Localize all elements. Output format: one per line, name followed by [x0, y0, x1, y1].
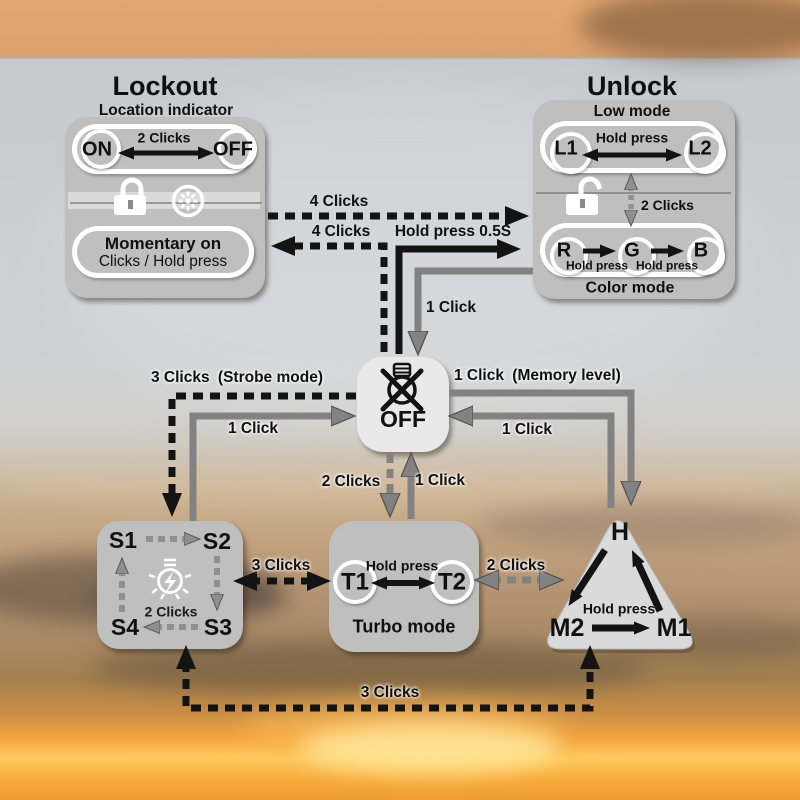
- memory-m2-label: M2: [549, 613, 585, 642]
- l1-label: L1: [554, 137, 578, 160]
- label-lockout-unlock: 4 Clicks: [309, 192, 369, 210]
- turbo-name-label: Turbo mode: [352, 616, 456, 637]
- s1-label: S1: [108, 526, 138, 553]
- momentary-subtitle: Clicks / Hold press: [98, 252, 228, 270]
- s3-label: S3: [203, 613, 233, 640]
- lockout-toggle-label: 2 Clicks: [137, 129, 191, 146]
- label-off-memory-note: (Memory level): [512, 367, 621, 384]
- r-node: [550, 237, 588, 275]
- rg-hold-label: Hold press: [565, 258, 629, 273]
- t1-label: T1: [340, 568, 370, 596]
- label-strobe-turbo: 3 Clicks: [251, 556, 311, 574]
- color-mode-label: Color mode: [585, 279, 675, 297]
- s2-label: S2: [202, 527, 232, 554]
- momentary-pill: [72, 226, 254, 278]
- t2-label: T2: [437, 568, 467, 596]
- cloud-blob: [580, 0, 800, 60]
- off-node-label: OFF: [380, 405, 426, 432]
- momentary-title: Momentary on: [104, 234, 222, 254]
- label-off-lockout: 4 Clicks: [311, 222, 371, 240]
- memory-h-label: H: [610, 517, 630, 546]
- lockout-divider-band: [68, 192, 260, 209]
- g-label: G: [624, 239, 640, 262]
- turbo-hold-label: Hold press: [365, 557, 439, 574]
- label-off-strobe: 3 Clicks (Strobe mode): [151, 369, 323, 386]
- label-strobe-off: 1 Click: [228, 419, 278, 437]
- label-off-strobe-clicks: 3 Clicks: [151, 369, 210, 386]
- sun-glow: [300, 723, 560, 773]
- label-off-unlock: Hold press 0.5S: [394, 222, 512, 240]
- label-strobe-memory: 3 Clicks: [360, 683, 420, 701]
- b-label: B: [693, 239, 709, 262]
- label-off-turbo: 2 Clicks: [321, 472, 381, 490]
- label-memory-off: 1 Click: [502, 420, 552, 438]
- label-off-memory-click: 1 Click: [454, 367, 504, 384]
- l-toggle-label: Hold press: [595, 129, 669, 146]
- lockout-on-label: ON: [82, 138, 112, 161]
- cloud-blob: [480, 503, 800, 548]
- unlock-section-toggle-label: 2 Clicks: [641, 197, 694, 213]
- r-label: R: [556, 239, 572, 262]
- l2-label: L2: [688, 137, 712, 160]
- gb-hold-label: Hold press: [635, 258, 699, 273]
- g-node: [618, 237, 656, 275]
- unlock-title: Unlock: [586, 70, 678, 101]
- s4-label: S4: [110, 613, 140, 640]
- l2-node: [684, 132, 726, 174]
- lockout-off-label: OFF: [213, 138, 253, 161]
- lockout-off-node: [217, 129, 257, 169]
- strobe-cycle-label: 2 Clicks: [144, 603, 198, 620]
- label-unlock-off: 1 Click: [426, 298, 476, 316]
- memory-m1-label: M1: [656, 613, 692, 642]
- unlock-subtitle: Low mode: [593, 102, 671, 120]
- off-node: [357, 357, 449, 452]
- cloud-blob: [0, 468, 800, 508]
- label-turbo-off: 1 Click: [415, 471, 465, 489]
- label-off-strobe-note: (Strobe mode): [217, 369, 323, 386]
- lockout-subtitle: Location indicator: [98, 101, 234, 119]
- label-off-memory: 1 Click (Memory level): [454, 367, 621, 384]
- memory-hold-label: Hold press: [582, 600, 656, 617]
- label-turbo-memory: 2 Clicks: [486, 556, 546, 574]
- b-node: [687, 237, 725, 275]
- cloud-blob: [600, 618, 800, 663]
- lockout-title: Lockout: [112, 70, 218, 101]
